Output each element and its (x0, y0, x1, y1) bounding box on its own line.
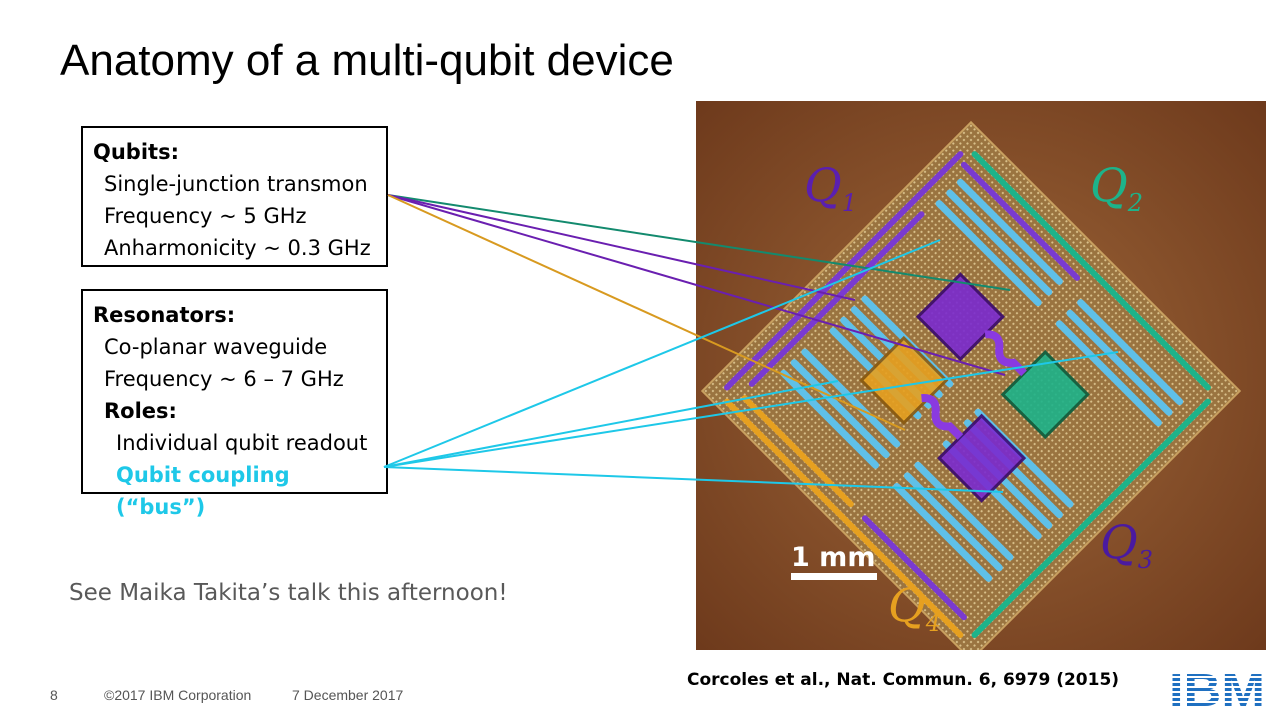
slide-title: Anatomy of a multi-qubit device (60, 36, 674, 85)
label-q3: Q3 (1100, 515, 1153, 574)
qubit-anharmonicity: Anharmonicity ~ 0.3 GHz (104, 236, 371, 260)
ibm-logo: IBM (1169, 668, 1265, 709)
talk-note: See Maika Takita’s talk this afternoon! (69, 580, 508, 606)
resonators-heading: Resonators: (93, 303, 236, 327)
chip-micrograph: Q1 Q2 Q3 Q4 1 mm (696, 101, 1266, 650)
role-bus: Qubit coupling (“bus”) (116, 463, 290, 519)
scale-label: 1 mm (791, 542, 875, 573)
scale-bar (791, 573, 877, 580)
qubits-box: Qubits: Single-junction transmon Frequen… (81, 126, 388, 267)
footer-date: 7 December 2017 (292, 687, 404, 703)
resonator-frequency: Frequency ~ 6 – 7 GHz (104, 367, 344, 391)
citation: Corcoles et al., Nat. Commun. 6, 6979 (2… (687, 670, 1120, 690)
qubit-frequency: Frequency ~ 5 GHz (104, 204, 307, 228)
roles-heading: Roles: (104, 399, 177, 423)
label-q4: Q4 (888, 578, 941, 637)
qubit-type: Single-junction transmon (104, 172, 368, 196)
resonators-box: Resonators: Co-planar waveguide Frequenc… (81, 289, 388, 519)
role-readout: Individual qubit readout (116, 431, 368, 455)
label-q2: Q2 (1090, 158, 1143, 217)
qubits-heading: Qubits: (93, 140, 179, 164)
page-number: 8 (50, 687, 58, 703)
copyright: ©2017 IBM Corporation (104, 687, 252, 703)
resonator-type: Co-planar waveguide (104, 335, 328, 359)
svg-text:IBM: IBM (1169, 668, 1265, 709)
